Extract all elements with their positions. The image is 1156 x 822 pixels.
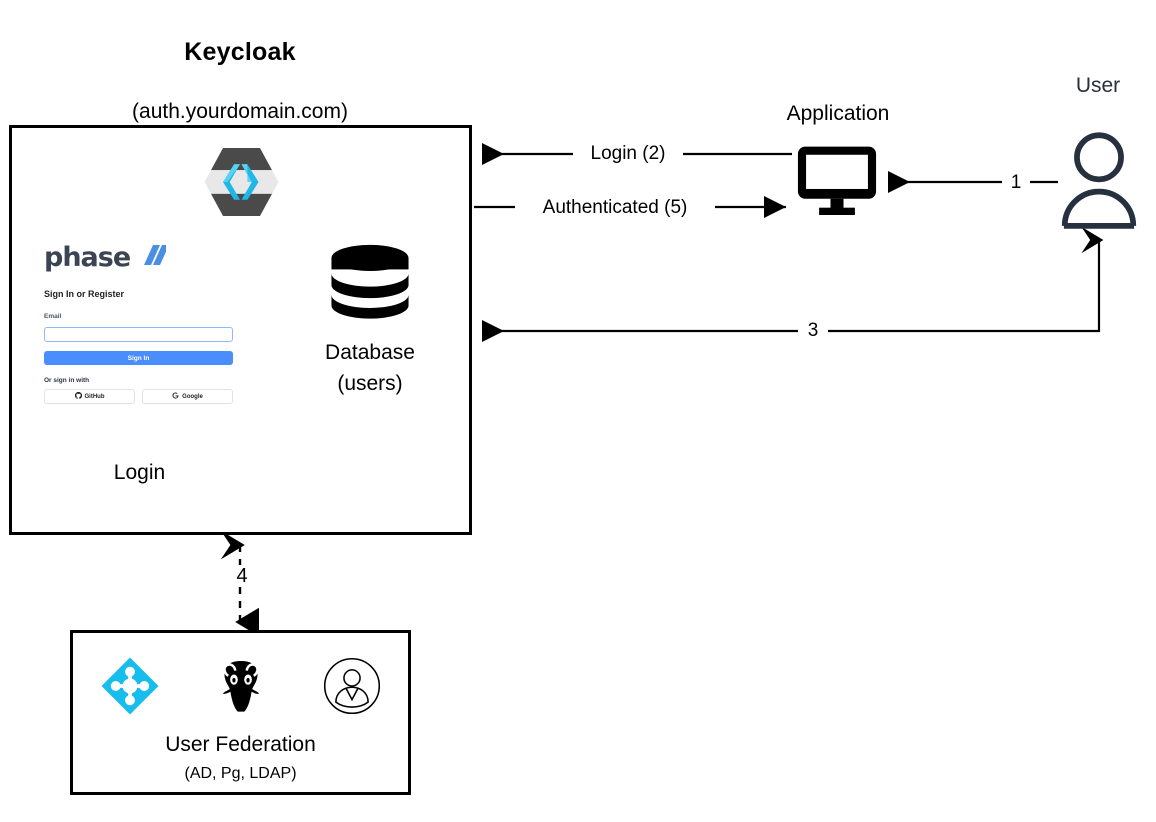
edge-label-step4: 4 [228, 565, 256, 587]
edge-label-step3: 3 [798, 320, 828, 342]
google-signin-button[interactable]: Google [142, 389, 233, 404]
person-icon [1058, 132, 1140, 230]
social-divider-text: Or sign in with [44, 377, 90, 384]
user-federation-subtitle: (AD, Pg, LDAP) [184, 765, 297, 782]
edge-step3 [482, 226, 1104, 342]
edge-label-step1: 1 [1002, 172, 1030, 194]
edge-label-login: Login (2) [573, 143, 683, 165]
login-caption: Login [113, 461, 166, 484]
phase-wordmark: phase [44, 241, 131, 273]
github-signin-button[interactable]: GitHub [44, 389, 135, 404]
github-icon [74, 392, 82, 401]
application-title: Application [786, 102, 890, 125]
active-directory-icon [99, 655, 161, 722]
user-federation-title: User Federation [165, 733, 316, 756]
database-label-main: Database [325, 341, 415, 364]
edge-label-authenticated: Authenticated (5) [515, 197, 715, 219]
signin-heading: Sign In or Register [44, 289, 125, 299]
database-label: Database (users) [280, 337, 460, 399]
google-icon [172, 392, 179, 401]
double-slash-icon [136, 243, 169, 272]
user-title: User [1075, 74, 1121, 97]
google-button-label: Google [182, 393, 203, 400]
keycloak-hexagon-icon [204, 148, 279, 216]
email-field[interactable] [44, 327, 233, 342]
database-label-sub: (users) [337, 372, 403, 395]
database-cylinder-icon [329, 244, 411, 326]
ldap-user-circle-icon [321, 655, 383, 722]
github-button-label: GitHub [84, 393, 105, 400]
phase-login-card: phase Sign In or Register Email Sign In … [44, 243, 233, 404]
keycloak-subtitle: (auth.yourdomain.com) [132, 100, 348, 123]
keycloak-title: Keycloak [184, 38, 296, 66]
phase-logo: phase [44, 243, 233, 273]
monitor-icon [796, 145, 878, 215]
email-label: Email [44, 313, 62, 320]
signin-button[interactable]: Sign In [44, 351, 233, 365]
social-buttons-row: GitHub Google [44, 389, 233, 404]
postgresql-elephant-icon [209, 654, 273, 723]
federation-icons-row [70, 648, 411, 728]
